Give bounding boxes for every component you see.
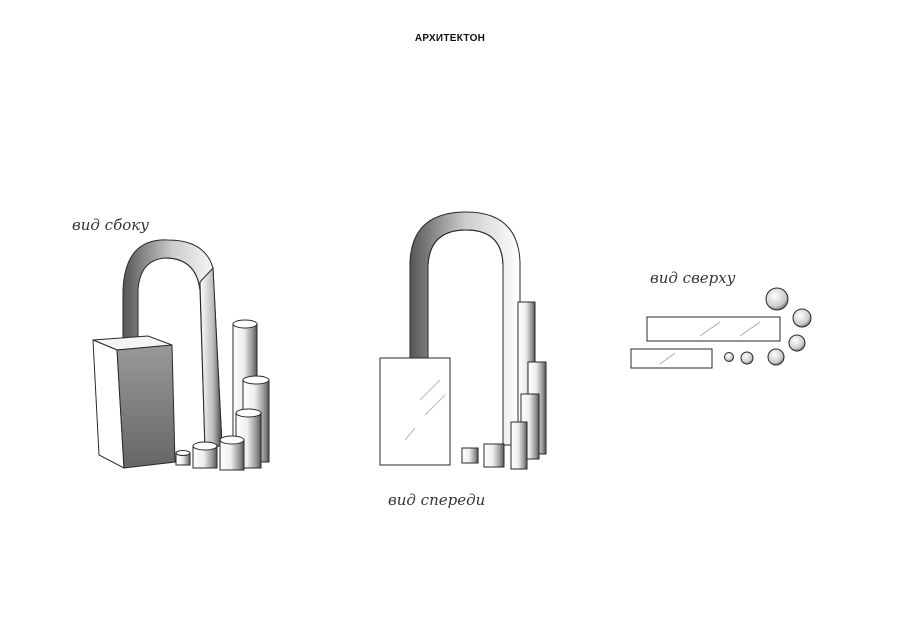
front-view-label: вид спереди: [388, 491, 485, 509]
top-view-drawing: вид сверху: [630, 269, 812, 369]
cylinders-group: [175, 319, 270, 471]
side-view-drawing: вид сбоку: [72, 216, 270, 471]
top-bar-lower: [630, 348, 713, 369]
circles-group: [724, 287, 812, 366]
cylinders-group: [461, 301, 547, 470]
block-shape: [379, 357, 451, 466]
front-view-drawing: вид спереди: [379, 211, 547, 509]
page-title: АРХИТЕКТОН: [414, 33, 486, 44]
top-bar-upper: [646, 316, 781, 342]
side-view-label: вид сбоку: [72, 216, 149, 234]
block-shape: [92, 335, 176, 469]
top-view-label: вид сверху: [650, 269, 736, 287]
